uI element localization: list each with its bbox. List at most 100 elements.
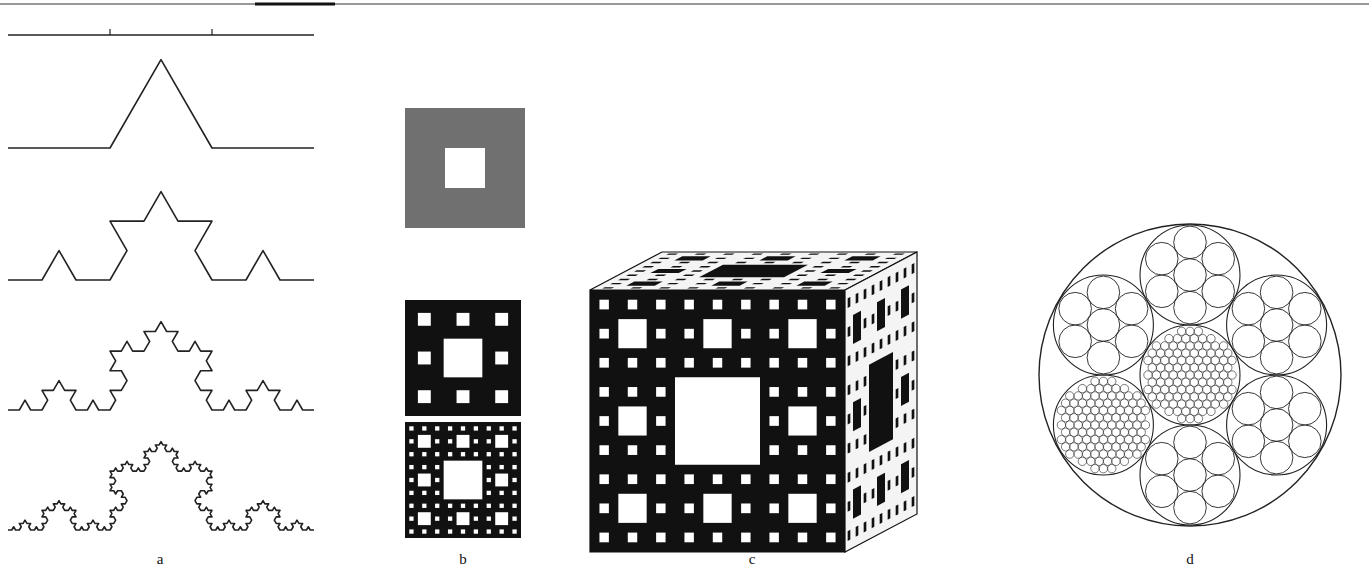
carpet-hole [448, 452, 452, 456]
small-circle [1174, 259, 1207, 292]
tiny-circle [1124, 435, 1132, 443]
face-hole [872, 313, 875, 324]
face-hole [853, 485, 861, 518]
face-hole [826, 416, 835, 426]
face-hole [654, 275, 666, 276]
face-hole [675, 279, 687, 280]
face-hole [618, 319, 646, 348]
face-hole [599, 329, 608, 339]
tiny-circle [1169, 400, 1177, 408]
tiny-circle [1078, 428, 1086, 436]
face-hole [901, 285, 909, 318]
face-hole [699, 266, 711, 267]
face-hole [896, 359, 899, 370]
face-surface [590, 290, 845, 552]
face-hole [861, 270, 873, 271]
tiny-circle [1144, 371, 1152, 379]
tiny-circle [1078, 443, 1086, 451]
carpet-hole [435, 504, 439, 508]
face-hole [626, 275, 638, 276]
tiny-circle [1129, 414, 1137, 422]
tiny-circle [1161, 356, 1169, 364]
top-rule-accent [255, 3, 335, 6]
tiny-circle [1194, 400, 1202, 408]
tiny-circle [1152, 342, 1160, 350]
tiny-circle [1198, 364, 1206, 372]
tiny-circle [1099, 450, 1107, 458]
tiny-circle [1186, 385, 1194, 393]
face-hole [796, 275, 808, 276]
tiny-circle [1177, 356, 1185, 364]
tiny-circle [1116, 406, 1124, 414]
koch-level [8, 322, 314, 410]
small-circle [1289, 325, 1322, 358]
tiny-circle [1103, 414, 1111, 422]
face-hole [599, 474, 608, 484]
tiny-circle [1133, 450, 1141, 458]
tiny-circle [1156, 393, 1164, 401]
face-hole [666, 253, 678, 254]
face-hole [650, 269, 686, 273]
tiny-circle [1078, 399, 1086, 407]
tiny-circle [1177, 342, 1185, 350]
face-hole [678, 262, 690, 263]
face-hole [650, 262, 662, 263]
tiny-circle [1087, 457, 1095, 465]
tiny-circle [1095, 443, 1103, 451]
face-hole [837, 283, 849, 284]
face-hole [684, 503, 693, 513]
tiny-circle [1095, 414, 1103, 422]
carpet-hole [474, 426, 478, 430]
small-circle [1232, 425, 1265, 458]
tiny-circle [1087, 428, 1095, 436]
face-hole [798, 445, 807, 455]
face-hole [844, 256, 880, 260]
face-hole [658, 258, 670, 259]
tiny-circle [1070, 428, 1078, 436]
tiny-circle [1194, 327, 1202, 335]
carpet-level [405, 422, 521, 538]
tiny-circle [1120, 414, 1128, 422]
face-hole [780, 283, 792, 284]
tiny-circle [1082, 406, 1090, 414]
tiny-circle [1207, 364, 1215, 372]
face-hole [869, 352, 893, 452]
carpet-hole [409, 478, 413, 482]
tiny-circle [1141, 406, 1149, 414]
face-hole [904, 267, 907, 278]
tiny-circle [1091, 392, 1099, 400]
tiny-circle [1137, 443, 1145, 451]
tiny-circle [1057, 406, 1065, 414]
face-hole [896, 388, 899, 399]
face-hole [848, 530, 851, 541]
tiny-circle [1211, 371, 1219, 379]
face-hole [856, 380, 859, 391]
tick-mark [109, 29, 110, 35]
tiny-circle [1177, 371, 1185, 379]
face-hole [856, 293, 859, 304]
tiny-circle [1156, 378, 1164, 386]
small-circle [1260, 376, 1293, 409]
face-hole [713, 300, 722, 310]
face-hole [628, 358, 637, 368]
small-circle [1087, 309, 1120, 342]
panel-label: d [1186, 552, 1194, 567]
tiny-circle [1108, 421, 1116, 429]
tiny-circle [1141, 421, 1149, 429]
carpet-hole [444, 461, 483, 500]
face-hole [695, 283, 707, 284]
tiny-circle [1219, 371, 1227, 379]
outer-circle [1039, 224, 1341, 526]
tiny-circle [1165, 349, 1173, 357]
middle-circle [1140, 425, 1240, 525]
face-hole [864, 405, 867, 416]
carpet-hole [422, 504, 426, 508]
face-hole [893, 253, 905, 254]
face-hole [691, 270, 703, 271]
carpet-hole [457, 435, 470, 448]
carpet-hole [461, 452, 465, 456]
tiny-circle [1108, 450, 1116, 458]
face-hole [674, 256, 710, 260]
face-hole [912, 467, 915, 478]
face-hole [659, 287, 671, 288]
